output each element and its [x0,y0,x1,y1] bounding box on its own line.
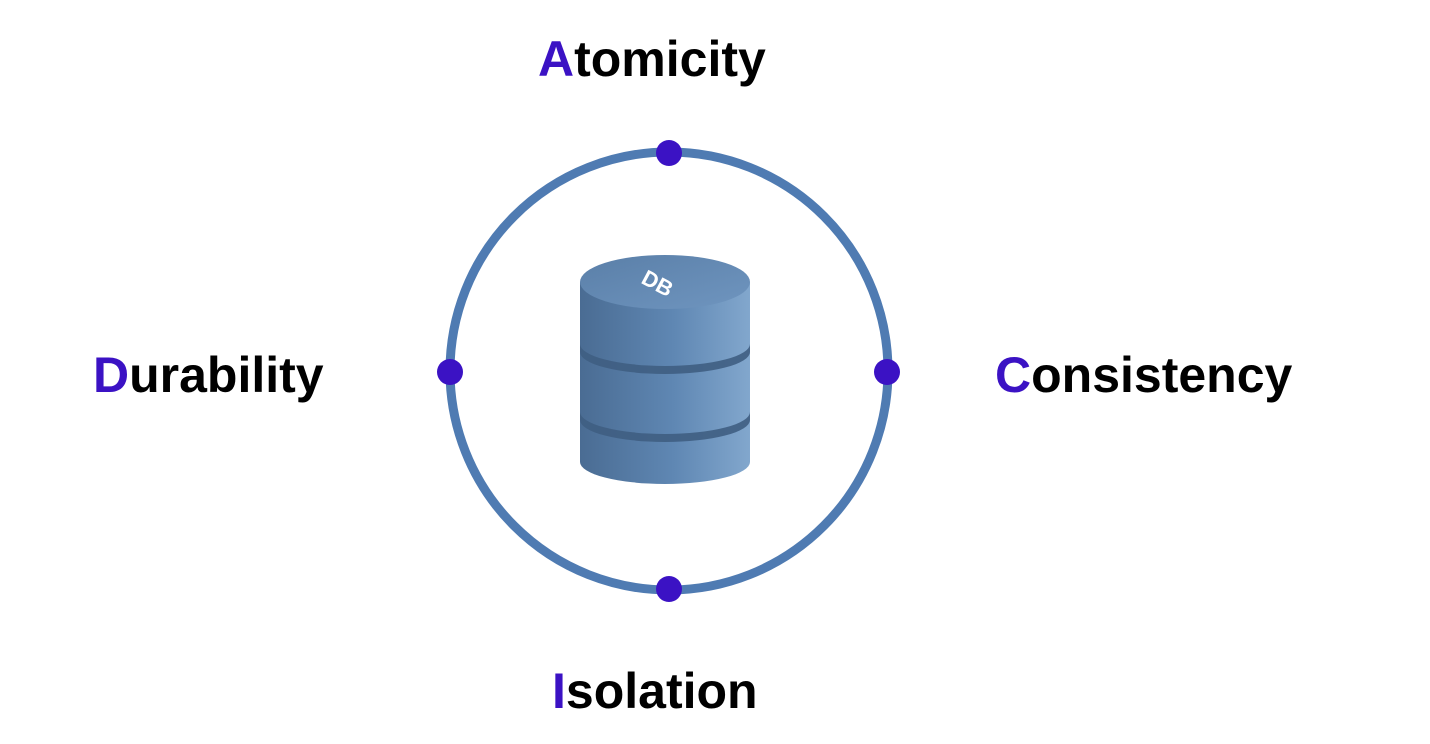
durability-initial: D [93,347,130,403]
database-cylinder-icon: DB [580,255,750,484]
consistency-initial: C [995,347,1032,403]
atomicity-node [656,140,682,166]
consistency-rest: onsistency [1031,347,1293,403]
isolation-node [656,576,682,602]
atomicity-initial: A [538,31,575,87]
consistency-node [874,359,900,385]
durability-node [437,359,463,385]
durability-rest: urability [129,347,324,403]
durability-label: Durability [93,350,324,400]
isolation-initial: I [552,663,566,719]
consistency-label: Consistency [995,350,1292,400]
atomicity-label: Atomicity [538,34,766,84]
isolation-label: Isolation [552,666,758,716]
isolation-rest: solation [565,663,758,719]
atomicity-rest: tomicity [574,31,766,87]
